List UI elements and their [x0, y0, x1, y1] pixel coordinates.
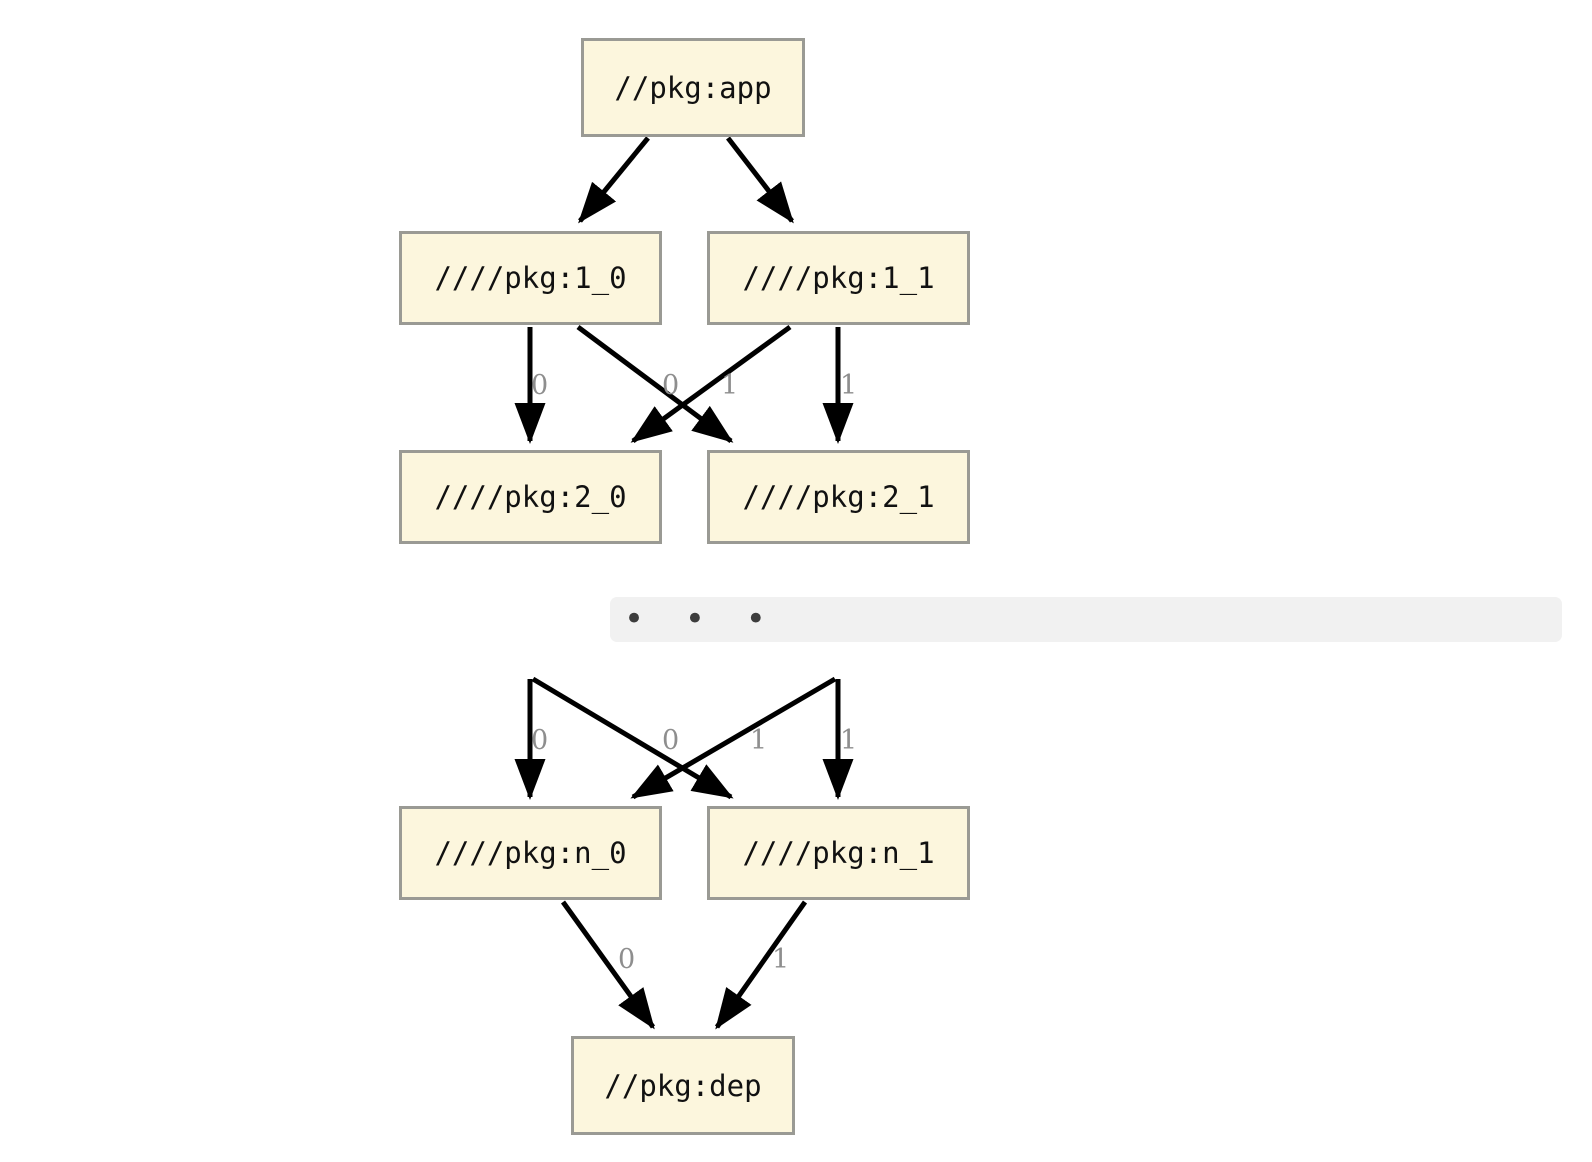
edge-hidden-to-n_0-cross — [630, 676, 837, 800]
edge-1_0-to-2_1 — [576, 324, 734, 444]
edge-label-1_0-2_0: 0 — [531, 370, 549, 401]
edge-label-1_1-2_0: 1 — [721, 370, 739, 401]
edge-label-hidden-n_0-cross: 1 — [750, 725, 768, 756]
node-pkg-2_1[interactable]: ////pkg:2_1 — [707, 450, 970, 544]
truncation-ellipsis-band: • • • — [610, 597, 1562, 642]
node-label: //pkg:dep — [604, 1068, 762, 1103]
node-pkg-dep[interactable]: //pkg:dep — [571, 1036, 795, 1135]
ellipsis-dots: • • • — [624, 599, 781, 639]
edge-label-hidden-n_1-straight: 1 — [840, 725, 858, 756]
node-pkg-n_0[interactable]: ////pkg:n_0 — [399, 806, 662, 900]
edge-label-1_0-2_1: 0 — [662, 370, 680, 401]
node-pkg-app[interactable]: //pkg:app — [581, 38, 805, 137]
node-label: ////pkg:2_1 — [742, 480, 935, 514]
edge-n_0-to-dep — [560, 900, 656, 1030]
node-pkg-1_1[interactable]: ////pkg:1_1 — [707, 231, 970, 325]
node-label: ////pkg:1_0 — [434, 261, 627, 295]
edge-label-hidden-n_1: 0 — [662, 725, 680, 756]
edge-app-to-1_0 — [578, 136, 650, 224]
node-label: ////pkg:1_1 — [742, 261, 935, 295]
edge-hidden-to-n_1 — [531, 676, 734, 800]
node-pkg-2_0[interactable]: ////pkg:2_0 — [399, 450, 662, 544]
node-label: ////pkg:n_1 — [742, 836, 935, 870]
edge-1_1-to-2_0 — [630, 324, 792, 444]
node-label: ////pkg:n_0 — [434, 836, 627, 870]
edge-label-n_1-dep: 1 — [772, 944, 790, 975]
edge-n_1-to-dep — [714, 900, 808, 1030]
node-pkg-1_0[interactable]: ////pkg:1_0 — [399, 231, 662, 325]
edge-app-to-1_1 — [726, 136, 794, 224]
node-pkg-n_1[interactable]: ////pkg:n_1 — [707, 806, 970, 900]
node-label: ////pkg:2_0 — [434, 480, 627, 514]
edge-label-1_1-2_1: 1 — [840, 370, 858, 401]
edge-label-hidden-n_0: 0 — [531, 725, 549, 756]
edge-label-n_0-dep: 0 — [618, 944, 636, 975]
node-label: //pkg:app — [614, 70, 772, 105]
